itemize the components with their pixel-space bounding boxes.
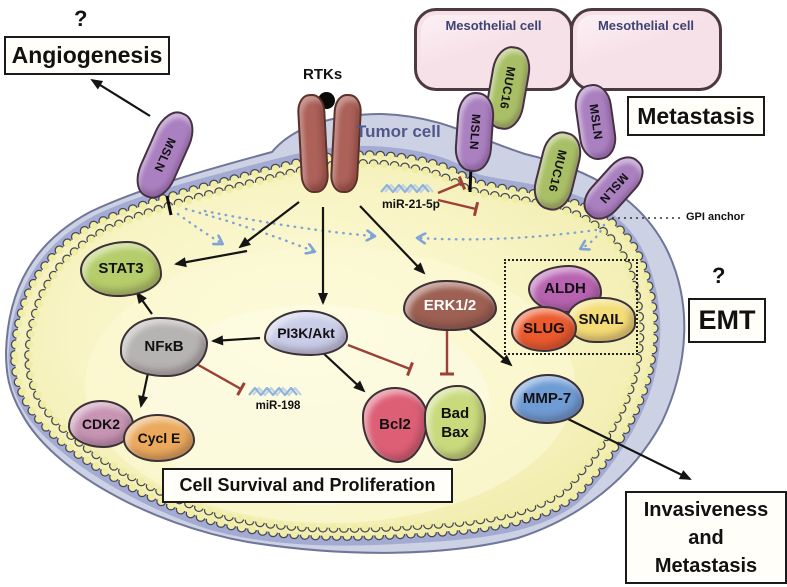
- node-bcl2-label: Bcl2: [379, 416, 411, 433]
- node-bax-label: Bax: [441, 424, 469, 441]
- msln-dotted-signals: [176, 207, 606, 251]
- emt-factors-dotted-box: [504, 259, 638, 355]
- rtk-lobe-left: [296, 93, 330, 194]
- node-snail: SNAIL: [566, 297, 636, 343]
- cell-survival-box: Cell Survival and Proliferation: [162, 468, 453, 503]
- node-stat3-label: STAT3: [98, 260, 144, 277]
- node-bad-label: Bad: [440, 405, 470, 422]
- node-erk12-label: ERK1/2: [423, 296, 477, 314]
- node-erk12: ERK1/2: [403, 280, 497, 331]
- node-pi3k-akt-label: PI3K/Akt: [277, 325, 335, 341]
- node-pi3k-akt: PI3K/Akt: [264, 310, 348, 356]
- rtk-lobe-right: [329, 93, 363, 194]
- mesothelial-cell-2: Mesothelial cell: [570, 8, 722, 91]
- node-cycl-e: Cycl E: [123, 414, 195, 462]
- msln-meso-label: MSLN: [586, 103, 605, 141]
- mir-21-5p-icon: [380, 183, 434, 194]
- node-stat3: STAT3: [80, 241, 162, 297]
- node-snail-label: SNAIL: [578, 311, 624, 328]
- node-slug-label: SLUG: [523, 320, 565, 337]
- msln-right-label: MSLN: [596, 169, 631, 207]
- mir-198-label: miR-198: [255, 400, 301, 412]
- mesothelial-cell-2-label: Mesothelial cell: [597, 18, 695, 33]
- node-cycl-e-label: Cycl E: [137, 430, 181, 446]
- node-aldh-label: ALDH: [544, 280, 586, 297]
- invasiveness-line2: and: [688, 526, 724, 549]
- mir-198-icon: [248, 386, 302, 397]
- node-cdk2-label: CDK2: [81, 416, 121, 432]
- node-nfkb-label: NFκB: [144, 338, 184, 355]
- metastasis-box: Metastasis: [627, 96, 765, 136]
- mir-21-5p-label: miR-21-5p: [381, 197, 440, 211]
- emt-question-mark: ?: [712, 263, 726, 288]
- mesothelial-cell-1-label: Mesothelial cell: [445, 18, 542, 33]
- node-slug: SLUG: [511, 306, 577, 352]
- node-mmp7: MMP-7: [510, 374, 584, 424]
- node-bcl2: Bcl2: [362, 387, 428, 463]
- invasiveness-metastasis-box: Invasiveness and Metastasis: [625, 491, 787, 584]
- angiogenesis-box: Angiogenesis: [4, 36, 170, 75]
- invasiveness-line1: Invasiveness: [643, 498, 769, 521]
- node-nfkb: NFκB: [120, 317, 208, 377]
- muc16-top-label: MUC16: [497, 65, 519, 111]
- activation-arrows: [90, 78, 692, 480]
- rtks-label: RTKs: [303, 66, 343, 83]
- msln-left-label: MSLN: [151, 135, 179, 175]
- gpi-anchor-label: GPI anchor: [686, 211, 745, 223]
- invasiveness-line3: Metastasis: [654, 554, 758, 577]
- msln-top-label: MSLN: [466, 113, 483, 151]
- tumor-cell-label: Tumor cell: [356, 122, 441, 141]
- muc16-right-label: MUC16: [545, 148, 570, 194]
- node-bad-bax: Bad Bax: [424, 385, 486, 461]
- emt-box: EMT: [688, 298, 766, 343]
- angiogenesis-question-mark: ?: [74, 6, 88, 31]
- node-mmp7-label: MMP-7: [522, 390, 572, 407]
